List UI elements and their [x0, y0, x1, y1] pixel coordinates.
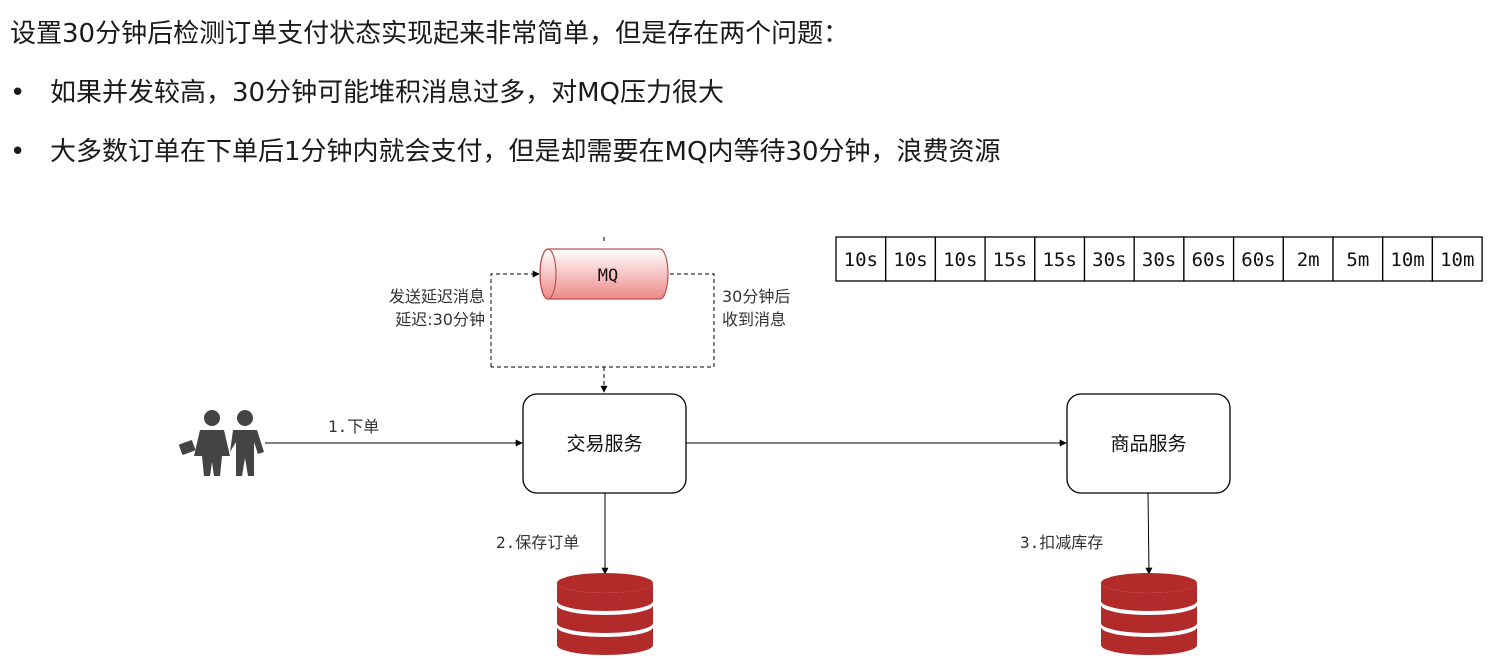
delay-level-label: 10s	[893, 249, 927, 271]
deduct-stock-edge	[1145, 492, 1153, 575]
bullet-marker: •	[10, 137, 26, 167]
delay-level-cell: 60s	[1183, 236, 1235, 282]
product-service-label: 商品服务	[1110, 433, 1186, 455]
delay-level-label: 30s	[1142, 249, 1176, 271]
send-delay-edge	[490, 270, 540, 367]
intro-text: 设置30分钟后检测订单支付状态实现起来非常简单，但是存在两个问题：	[10, 19, 850, 49]
delay-level-cell: 2m	[1282, 236, 1334, 282]
delay-level-cell: 10s	[934, 236, 986, 282]
trade-service-label: 交易服务	[566, 433, 642, 455]
delay-level-label: 60s	[1241, 249, 1275, 271]
delay-level-cell: 15s	[984, 236, 1036, 282]
deduct-stock-label: 3.扣减库存	[1020, 533, 1103, 552]
delay-level-label: 10s	[943, 249, 977, 271]
send-label-line2: 延迟:30分钟	[395, 310, 485, 329]
delay-level-label: 10m	[1390, 249, 1424, 271]
delay-level-label: 5m	[1346, 249, 1369, 271]
product-database-icon	[1101, 573, 1197, 655]
bullet-text: 大多数订单在下单后1分钟内就会支付，但是却需要在MQ内等待30分钟，浪费资源	[50, 137, 1001, 167]
order-database-icon	[557, 573, 653, 655]
mq-label: MQ	[598, 266, 618, 286]
delay-level-cell: 5m	[1332, 236, 1384, 282]
delay-level-label: 15s	[993, 249, 1027, 271]
delay-level-cell: 15s	[1034, 236, 1086, 282]
send-label-line1: 发送延迟消息	[389, 287, 485, 306]
delay-level-cell: 30s	[1083, 236, 1135, 282]
delay-level-label: 10m	[1440, 249, 1474, 271]
delay-levels-table: 10s 10s 10s 15s 15s 30s 30s 60s 60s 2m 5m 10m 10m	[835, 236, 1483, 282]
delay-level-cell: 10m	[1382, 236, 1434, 282]
delay-level-label: 10s	[844, 249, 878, 271]
delay-level-label: 2m	[1297, 249, 1320, 271]
bullet-marker: •	[10, 78, 26, 108]
receive-edge	[491, 273, 715, 368]
delay-level-cell: 10m	[1431, 236, 1483, 282]
delay-level-label: 60s	[1192, 249, 1226, 271]
delay-level-label: 15s	[1042, 249, 1076, 271]
delay-level-cell: 10s	[835, 236, 887, 282]
users-icon	[178, 410, 264, 476]
delay-level-cell: 30s	[1133, 236, 1185, 282]
order-edge-label: 1.下单	[328, 417, 379, 436]
save-order-label: 2.保存订单	[496, 533, 579, 552]
receive-label-line1: 30分钟后	[722, 287, 790, 306]
bullet-text: 如果并发较高，30分钟可能堆积消息过多，对MQ压力很大	[50, 78, 724, 108]
delay-level-label: 30s	[1092, 249, 1126, 271]
receive-label-line2: 收到消息	[722, 310, 786, 329]
delay-level-cell: 60s	[1232, 236, 1284, 282]
delay-level-cell: 10s	[885, 236, 937, 282]
mq-queue: MQ	[539, 248, 669, 300]
